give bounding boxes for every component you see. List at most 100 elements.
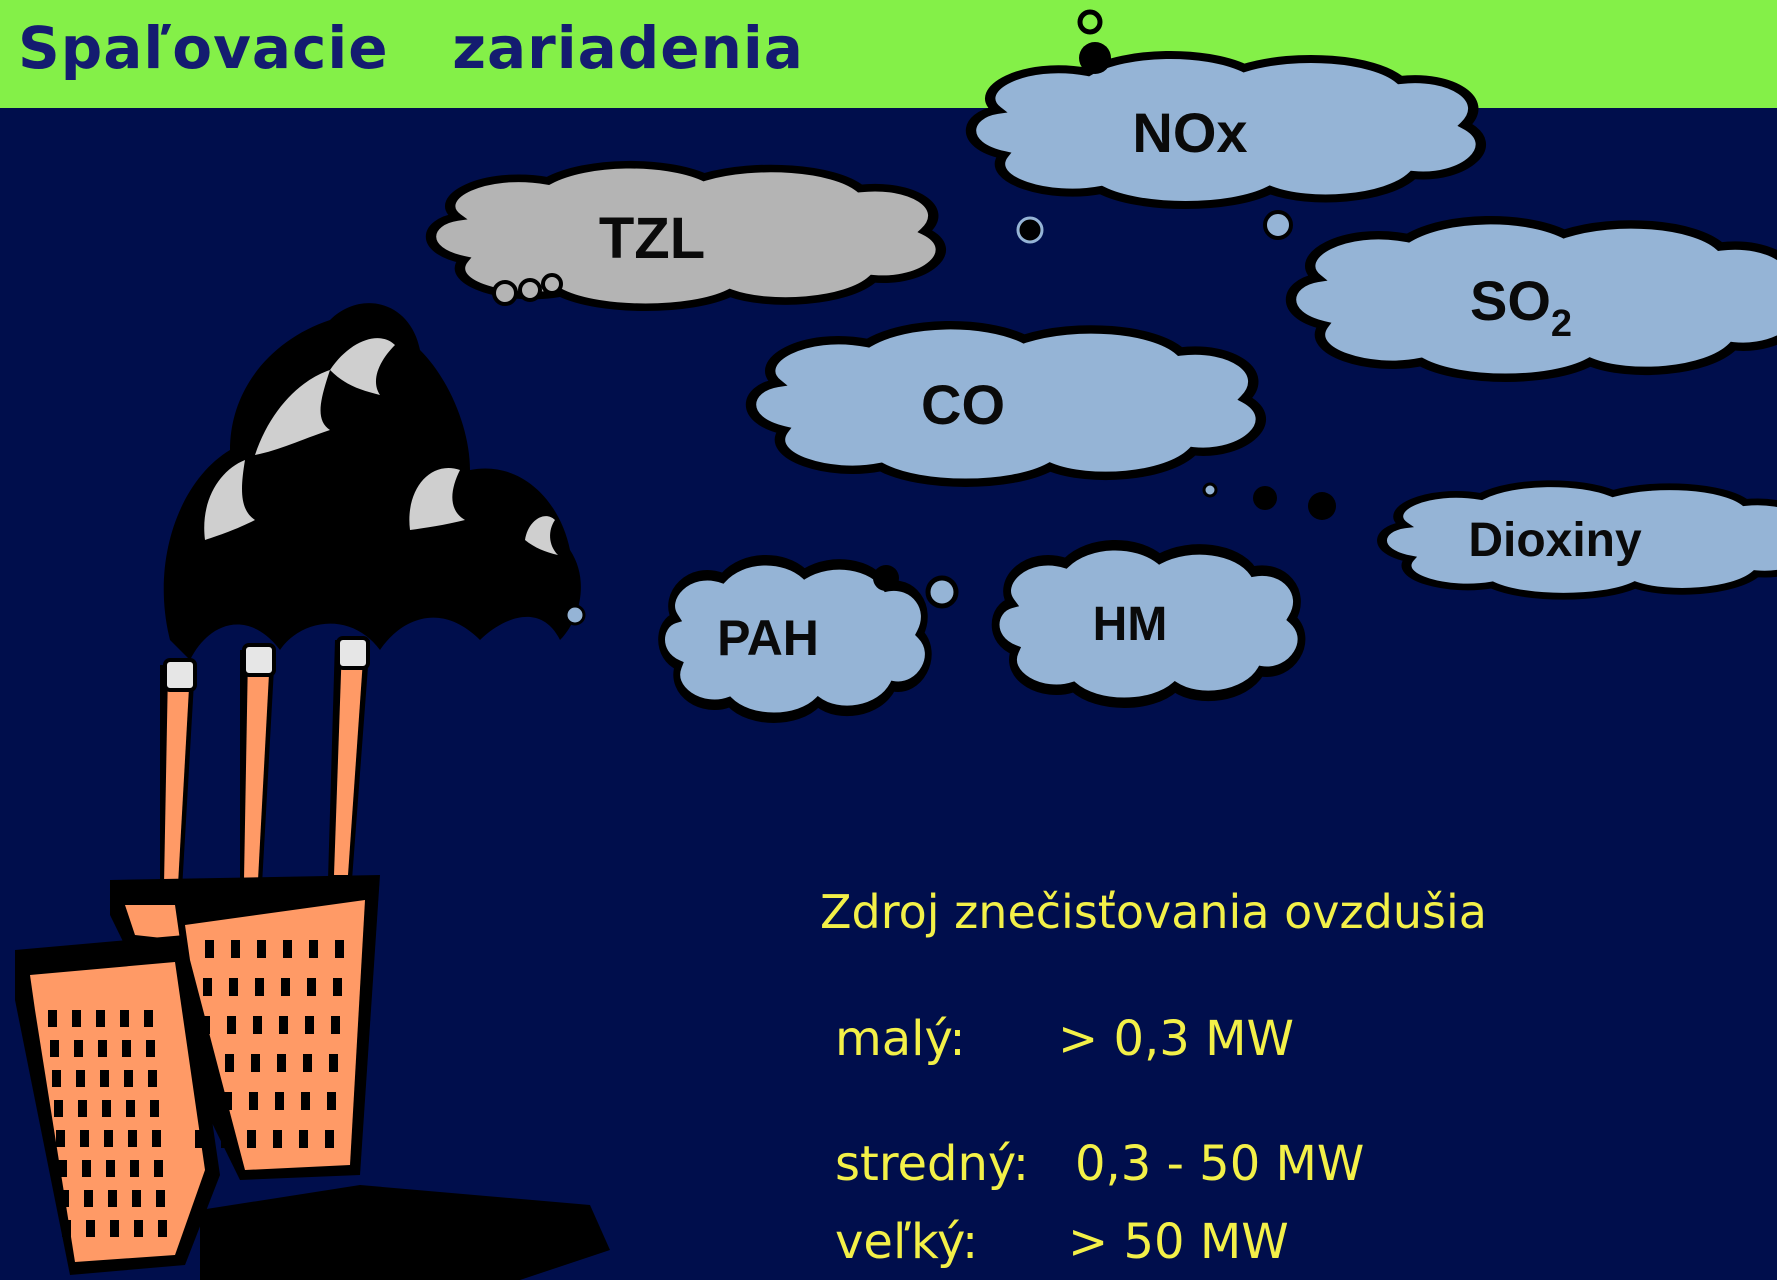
window (148, 1070, 157, 1087)
window (283, 940, 292, 958)
window (62, 1220, 71, 1237)
window (54, 1100, 63, 1117)
bubble (1202, 482, 1218, 498)
window (335, 940, 344, 958)
window (327, 1092, 336, 1110)
bubble (541, 273, 563, 295)
window (273, 1130, 282, 1148)
cloud-label-tzl: TZL (599, 206, 705, 271)
size-value-medium: 0,3 - 50 MW (1075, 1136, 1364, 1192)
bubble (492, 280, 518, 306)
window (48, 1010, 57, 1027)
size-label-large: veľký: (835, 1214, 978, 1270)
window (203, 978, 212, 996)
window (74, 1040, 83, 1057)
bubble (1253, 486, 1277, 510)
slide-title: Spaľovacie zariadenia (18, 14, 804, 82)
window (80, 1130, 89, 1147)
window (106, 1160, 115, 1177)
window (331, 1016, 340, 1034)
window (221, 1130, 230, 1148)
window (275, 1092, 284, 1110)
window (78, 1100, 87, 1117)
window (279, 1016, 288, 1034)
window (122, 1040, 131, 1057)
window (100, 1070, 109, 1087)
window (158, 1220, 167, 1237)
building-windows (48, 940, 344, 1237)
window (102, 1100, 111, 1117)
ground-shadow (200, 1185, 610, 1280)
cloud-label-nox: NOx (1132, 101, 1247, 164)
window (225, 1054, 234, 1072)
window (134, 1220, 143, 1237)
window (305, 1016, 314, 1034)
window (96, 1010, 105, 1027)
window (197, 1092, 206, 1110)
info-heading: Zdroj znečisťovania ovzdušia (820, 885, 1487, 939)
cloud-label-so2: SO2 (1470, 269, 1572, 345)
window (329, 1054, 338, 1072)
window (299, 1130, 308, 1148)
window (52, 1070, 61, 1087)
window (146, 1040, 155, 1057)
window (98, 1040, 107, 1057)
window (309, 940, 318, 958)
window (60, 1190, 69, 1207)
chimneys (160, 636, 370, 890)
cloud-label-hm: HM (1093, 598, 1168, 651)
window (56, 1130, 65, 1147)
window (86, 1220, 95, 1237)
size-label-medium: stredný: (835, 1136, 1029, 1192)
window (156, 1190, 165, 1207)
window (126, 1100, 135, 1117)
bubble (925, 575, 959, 609)
window (195, 1130, 204, 1148)
window (72, 1010, 81, 1027)
window (50, 1040, 59, 1057)
cloud-co (751, 325, 1261, 483)
window (130, 1160, 139, 1177)
window (281, 978, 290, 996)
so2-main: SO (1470, 269, 1551, 332)
window (110, 1220, 119, 1237)
window (227, 1016, 236, 1034)
window (150, 1100, 159, 1117)
bubble (1308, 492, 1336, 520)
smoke (163, 303, 586, 660)
window (303, 1054, 312, 1072)
window (128, 1130, 137, 1147)
title-bar: Spaľovacie zariadenia (0, 0, 1777, 108)
window (223, 1092, 232, 1110)
window (249, 1092, 258, 1110)
window (201, 1016, 210, 1034)
window (247, 1130, 256, 1148)
cloud-label-dioxiny: Dioxiny (1468, 514, 1642, 567)
window (251, 1054, 260, 1072)
cloud-label-pah: PAH (717, 610, 819, 666)
window (132, 1190, 141, 1207)
bubble (518, 278, 542, 302)
window (257, 940, 266, 958)
size-value-large: > 50 MW (1068, 1214, 1289, 1270)
bubble (1016, 216, 1044, 244)
window (301, 1092, 310, 1110)
cloud-label-co: CO (921, 373, 1005, 436)
bubble (1079, 42, 1111, 74)
window (199, 1054, 208, 1072)
window (231, 940, 240, 958)
so2-subscript: 2 (1551, 303, 1572, 345)
size-value-small: > 0,3 MW (1058, 1011, 1294, 1067)
window (84, 1190, 93, 1207)
window (144, 1010, 153, 1027)
bubble (873, 565, 899, 591)
window (108, 1190, 117, 1207)
window (104, 1130, 113, 1147)
window (76, 1070, 85, 1087)
window (333, 978, 342, 996)
window (325, 1130, 334, 1148)
window (277, 1054, 286, 1072)
window (120, 1010, 129, 1027)
window (255, 978, 264, 996)
